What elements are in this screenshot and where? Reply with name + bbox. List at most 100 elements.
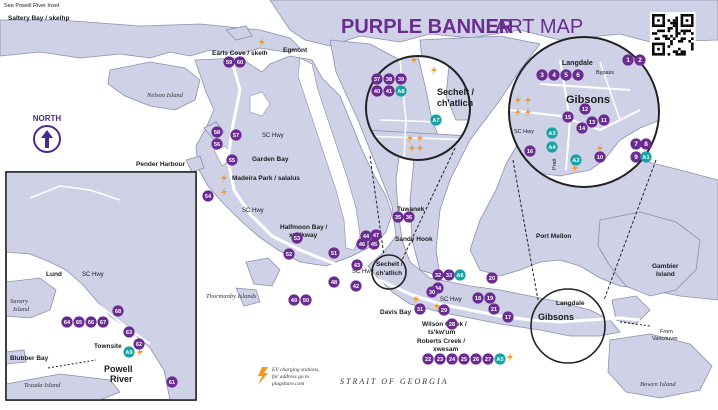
- art-marker-52[interactable]: 52: [283, 248, 295, 260]
- art-marker-number: 32: [435, 273, 441, 279]
- art-marker-53[interactable]: 53: [291, 232, 303, 244]
- art-marker-56[interactable]: 56: [211, 138, 223, 150]
- art-marker-7[interactable]: 7: [630, 138, 642, 150]
- art-marker-51[interactable]: 51: [328, 247, 340, 259]
- art-marker-24[interactable]: 24: [446, 353, 458, 365]
- art-marker-3[interactable]: 3: [536, 69, 548, 81]
- gibsons-inset-langdale: Langdale: [562, 60, 593, 67]
- qr-code[interactable]: [650, 12, 696, 58]
- art-marker-20[interactable]: 20: [486, 272, 498, 284]
- art-marker-39[interactable]: 39: [395, 73, 407, 85]
- art-marker-1[interactable]: 1: [622, 54, 634, 66]
- art-marker-48[interactable]: 48: [328, 276, 340, 288]
- art-marker-a7[interactable]: A7: [430, 114, 442, 126]
- label-river: River: [110, 374, 133, 384]
- art-marker-25[interactable]: 25: [458, 353, 470, 365]
- art-marker-9[interactable]: 9: [630, 151, 642, 163]
- art-marker-17[interactable]: 17: [502, 311, 514, 323]
- art-marker-31[interactable]: 31: [414, 303, 426, 315]
- art-marker-4[interactable]: 4: [548, 69, 560, 81]
- art-marker-49[interactable]: 49: [288, 294, 300, 306]
- art-marker-47[interactable]: 47: [370, 229, 382, 241]
- art-marker-62[interactable]: 62: [133, 338, 145, 350]
- art-marker-a4[interactable]: A4: [546, 141, 558, 153]
- art-marker-number: 58: [214, 130, 220, 136]
- art-marker-number: A7: [432, 118, 439, 124]
- art-marker-40[interactable]: 40: [371, 85, 383, 97]
- art-marker-66[interactable]: 66: [85, 316, 97, 328]
- art-marker-19[interactable]: 19: [484, 292, 496, 304]
- art-marker-64[interactable]: 64: [61, 316, 73, 328]
- label-port-mellon: Port Mellon: [536, 233, 571, 240]
- art-marker-11[interactable]: 11: [598, 114, 610, 126]
- art-marker-60[interactable]: 60: [234, 56, 246, 68]
- art-marker-54[interactable]: 54: [202, 190, 214, 202]
- art-marker-16[interactable]: 16: [524, 145, 536, 157]
- art-marker-43[interactable]: 43: [351, 259, 363, 271]
- art-marker-23[interactable]: 23: [434, 353, 446, 365]
- art-marker-32[interactable]: 32: [432, 269, 444, 281]
- art-marker-57[interactable]: 57: [230, 129, 242, 141]
- art-marker-45[interactable]: 45: [368, 238, 380, 250]
- label-pender: Pender Harbour: [136, 161, 186, 168]
- art-marker-27[interactable]: 27: [482, 353, 494, 365]
- art-marker-33[interactable]: 33: [443, 269, 455, 281]
- art-marker-13[interactable]: 13: [586, 116, 598, 128]
- label-texada: Texada Island: [24, 382, 61, 389]
- art-marker-65[interactable]: 65: [73, 316, 85, 328]
- art-marker-a8[interactable]: A8: [395, 85, 407, 97]
- art-marker-number: 65: [76, 320, 82, 326]
- art-marker-41[interactable]: 41: [383, 85, 395, 97]
- art-marker-5[interactable]: 5: [560, 69, 572, 81]
- north-arrow-icon: [41, 130, 53, 148]
- art-marker-8[interactable]: 8: [640, 138, 652, 150]
- art-marker-58[interactable]: 58: [211, 126, 223, 138]
- art-marker-number: 23: [437, 357, 443, 363]
- art-marker-number: 45: [371, 242, 377, 248]
- art-marker-number: 13: [589, 120, 595, 126]
- art-marker-number: A1: [642, 155, 649, 161]
- art-marker-21[interactable]: 21: [488, 303, 500, 315]
- art-marker-29[interactable]: 29: [438, 304, 450, 316]
- art-marker-59[interactable]: 59: [223, 56, 235, 68]
- art-marker-a2[interactable]: A2: [570, 154, 582, 166]
- nelson-island-shape: [107, 61, 201, 111]
- art-marker-36[interactable]: 36: [403, 211, 415, 223]
- art-marker-a3[interactable]: A3: [546, 127, 558, 139]
- art-marker-37[interactable]: 37: [371, 73, 383, 85]
- art-marker-55[interactable]: 55: [226, 154, 238, 166]
- art-marker-number: 14: [579, 126, 586, 132]
- art-marker-a5[interactable]: A5: [494, 353, 506, 365]
- art-marker-2[interactable]: 2: [634, 54, 646, 66]
- art-marker-35[interactable]: 35: [392, 211, 404, 223]
- art-marker-18[interactable]: 18: [472, 292, 484, 304]
- art-marker-a9[interactable]: A9: [123, 346, 135, 358]
- inset-note: See Powell River Inset: [4, 3, 60, 9]
- art-marker-61[interactable]: 61: [166, 376, 178, 388]
- art-marker-26[interactable]: 26: [470, 353, 482, 365]
- art-marker-30[interactable]: 30: [426, 286, 438, 298]
- art-marker-44[interactable]: 44: [360, 230, 372, 242]
- art-marker-67[interactable]: 67: [97, 316, 109, 328]
- art-marker-38[interactable]: 38: [383, 73, 395, 85]
- ev-charger-icon: [507, 353, 513, 362]
- art-marker-63[interactable]: 63: [123, 326, 135, 338]
- locator-sechelt: [371, 254, 407, 290]
- art-marker-68[interactable]: 68: [112, 305, 124, 317]
- art-marker-15[interactable]: 15: [562, 111, 574, 123]
- art-marker-a6[interactable]: A6: [454, 269, 466, 281]
- art-marker-12[interactable]: 12: [579, 103, 591, 115]
- art-marker-6[interactable]: 6: [572, 69, 584, 81]
- art-marker-22[interactable]: 22: [422, 353, 434, 365]
- art-marker-50[interactable]: 50: [300, 294, 312, 306]
- art-marker-42[interactable]: 42: [350, 280, 362, 292]
- art-marker-14[interactable]: 14: [576, 122, 588, 134]
- art-marker-number: 12: [582, 107, 588, 113]
- art-marker-number: 44: [363, 234, 370, 240]
- label-strait: STRAIT OF GEORGIA: [340, 377, 449, 386]
- art-marker-28[interactable]: 28: [446, 318, 458, 330]
- art-marker-10[interactable]: 10: [594, 151, 606, 163]
- art-marker-number: 39: [398, 77, 404, 83]
- art-marker-a1[interactable]: A1: [640, 151, 652, 163]
- label-sechelt-small: Sechelt /: [376, 261, 403, 268]
